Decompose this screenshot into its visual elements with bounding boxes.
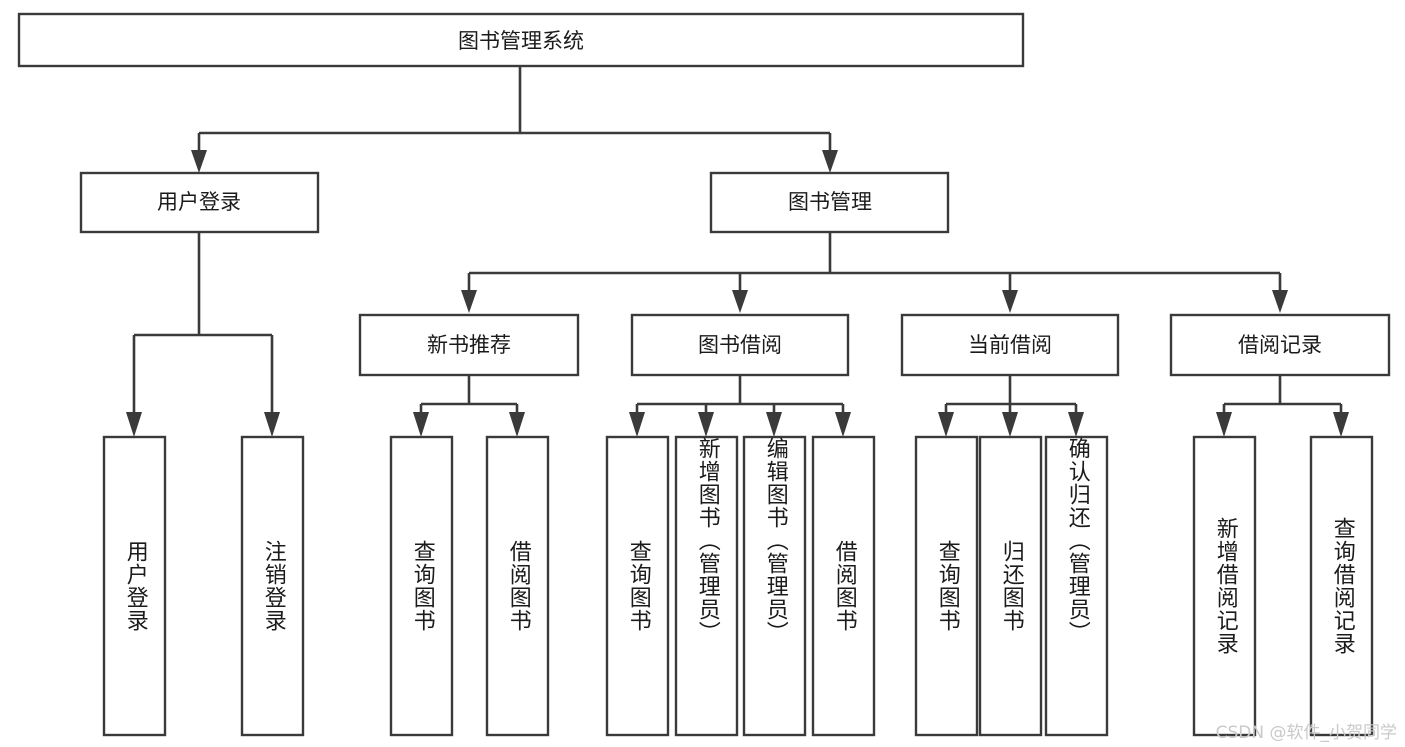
node-book-borrow[interactable]: 图书借阅 <box>630 313 850 377</box>
leaf-box-12[interactable] <box>1192 435 1257 737</box>
user-login-label: 用户登录 <box>157 190 241 214</box>
borrow-record-label: 借阅记录 <box>1238 333 1322 357</box>
arrowhead-leaf-4 <box>509 412 525 437</box>
book-borrow-label: 图书借阅 <box>698 333 782 357</box>
arrowhead-leaf-13 <box>1333 412 1349 437</box>
node-user-login[interactable]: 用户登录 <box>79 171 320 234</box>
leaf-box-6[interactable] <box>674 435 739 737</box>
leaf-box-3[interactable] <box>389 435 454 737</box>
csdn-watermark: CSDN @软件_小贺同学 <box>1215 723 1397 743</box>
root-label: 图书管理系统 <box>458 29 584 53</box>
arrowhead-book-manage <box>822 150 838 173</box>
leaf-box-1[interactable] <box>102 435 167 737</box>
leaf-box-10[interactable] <box>978 435 1043 737</box>
arrowhead-leaf-8 <box>835 412 851 437</box>
arrowhead-group-2 <box>732 290 748 313</box>
leaf-box-13[interactable] <box>1309 435 1374 737</box>
new-book-recommend-label: 新书推荐 <box>427 333 511 357</box>
current-borrow-label: 当前借阅 <box>968 333 1052 357</box>
arrowhead-leaf-9 <box>938 412 954 437</box>
arrowhead-leaf-11 <box>1068 412 1084 437</box>
arrowhead-group-4 <box>1272 290 1288 313</box>
arrowhead-leaf-3 <box>413 412 429 437</box>
arrowhead-leaf-5 <box>629 412 645 437</box>
node-book-management[interactable]: 图书管理 <box>709 171 950 234</box>
arrowhead-leaf-10 <box>1002 412 1018 437</box>
book-management-label: 图书管理 <box>788 190 872 214</box>
arrowhead-leaf-7 <box>766 412 782 437</box>
leaf-box-7[interactable] <box>742 435 807 737</box>
borrow-record-box[interactable] <box>1169 313 1391 377</box>
arrowhead-user-login <box>191 150 207 173</box>
leaf-box-8[interactable] <box>811 435 876 737</box>
root-box[interactable] <box>17 12 1025 68</box>
node-layer: 图书管理系统 用户登录 图书管理 新书推荐 图书借阅 当前 <box>17 12 1391 737</box>
arrowhead-group-3 <box>1002 290 1018 313</box>
node-current-borrow[interactable]: 当前借阅 <box>900 313 1120 377</box>
node-root[interactable]: 图书管理系统 <box>17 12 1025 68</box>
leaf-box-2[interactable] <box>240 435 305 737</box>
leaf-box-4[interactable] <box>485 435 550 737</box>
new-book-recommend-box[interactable] <box>358 313 580 377</box>
book-borrow-box[interactable] <box>630 313 850 377</box>
leaf-box-9[interactable] <box>914 435 979 737</box>
current-borrow-box[interactable] <box>900 313 1120 377</box>
book-management-box[interactable] <box>709 171 950 234</box>
arrowhead-leaf-1 <box>126 412 142 437</box>
node-borrow-record[interactable]: 借阅记录 <box>1169 313 1391 377</box>
arrowhead-group-1 <box>461 290 477 313</box>
leaf-box-5[interactable] <box>605 435 670 737</box>
leaf-box-11[interactable] <box>1044 435 1109 737</box>
arrowhead-leaf-12 <box>1216 412 1232 437</box>
node-new-book-recommend[interactable]: 新书推荐 <box>358 313 580 377</box>
connector-layer <box>126 66 1349 437</box>
user-login-box[interactable] <box>79 171 320 234</box>
arrowhead-leaf-2 <box>264 412 280 437</box>
arrowhead-leaf-6 <box>698 412 714 437</box>
